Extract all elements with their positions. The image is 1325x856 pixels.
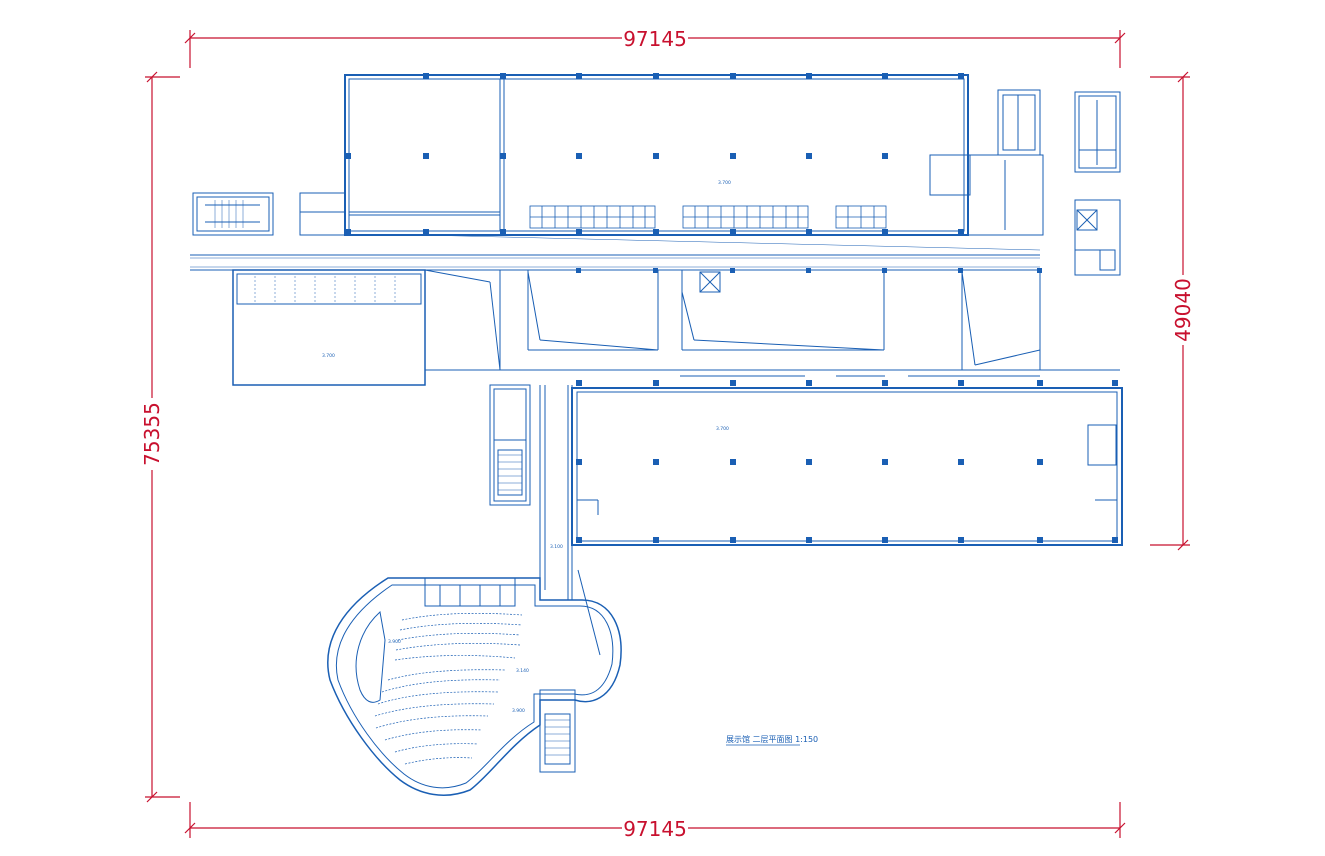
elevation-mark: 3.700 <box>322 353 335 359</box>
elevation-mark: 3.700 <box>716 426 729 432</box>
elevation-mark: 3.140 <box>516 668 529 674</box>
elevation-mark: 3.900 <box>512 708 525 714</box>
elevation-mark: 3.700 <box>718 180 731 186</box>
dimension-lines <box>145 30 1190 838</box>
dimension-top: 97145 <box>623 27 687 51</box>
dimension-bottom: 97145 <box>623 817 687 841</box>
plan-linework <box>190 74 1123 796</box>
elevation-mark: 3.900 <box>388 639 401 645</box>
structural-columns <box>345 73 1118 543</box>
drawing-title: 展示馆 二层平面图 1:150 <box>726 734 818 744</box>
dimension-right: 49040 <box>1171 278 1195 342</box>
elevation-mark: 3.100 <box>550 544 563 550</box>
dimension-labels: 97145 97145 75355 49040 <box>140 27 1195 841</box>
dimension-left: 75355 <box>140 402 164 466</box>
elevation-marks: 3.700 3.700 3.700 3.100 3.140 3.900 3.90… <box>322 180 731 714</box>
